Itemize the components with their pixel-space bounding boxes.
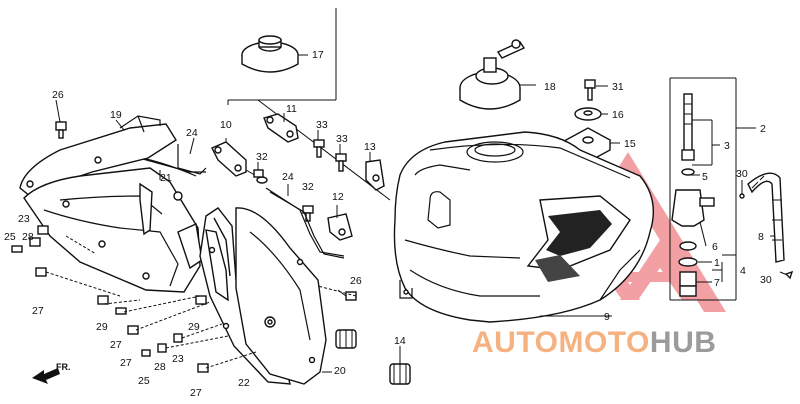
callout-30-top: 30 [736, 168, 748, 180]
callout-32-lower: 32 [302, 181, 314, 193]
callout-30-bottom: 30 [760, 274, 772, 286]
callout-27-left: 27 [32, 305, 44, 317]
callout-1: 1 [714, 257, 720, 269]
bracket-12 [327, 205, 353, 241]
bolt-33-lower [335, 153, 347, 172]
callout-28-left: 28 [22, 231, 34, 243]
callout-9: 9 [604, 311, 610, 323]
callout-32-top: 32 [256, 151, 268, 163]
callout-21: 21 [160, 172, 172, 184]
hose-clip-30-bottom [779, 270, 794, 280]
callout-16: 16 [612, 109, 624, 121]
watermark-hub: HUB [650, 326, 717, 359]
front-direction-arrow-icon: FR. [32, 362, 71, 384]
callout-23-left: 23 [18, 213, 30, 225]
callout-5: 5 [702, 171, 708, 183]
left-shroud-19 [19, 115, 177, 197]
callout-24-upper: 24 [186, 127, 198, 139]
callout-28-mid: 28 [154, 361, 166, 373]
callout-29-left: 29 [96, 321, 108, 333]
svg-text:AUTOMOTOHUB: AUTOMOTOHUB [472, 326, 716, 359]
rubber-damper-center [335, 329, 357, 349]
callout-18: 18 [544, 81, 556, 93]
watermark: AUTOMOTOHUB [472, 326, 716, 359]
bracket-11 [263, 113, 299, 143]
callout-7: 7 [714, 277, 720, 289]
callout-8: 8 [758, 231, 764, 243]
callout-26-mid: 26 [350, 275, 362, 287]
callout-24-lower: 24 [282, 171, 294, 183]
fuel-cap-17 [241, 35, 308, 73]
callout-25-left: 25 [4, 231, 16, 243]
right-shroud-body-20 [235, 207, 332, 385]
callout-31: 31 [612, 81, 624, 93]
fuel-hose-8 [747, 172, 785, 263]
bolt-31 [584, 79, 608, 101]
bracket-10 [211, 138, 268, 184]
bolt-32-top [253, 169, 264, 178]
callout-33-top: 33 [316, 119, 328, 131]
callout-27-mid2: 27 [120, 357, 132, 369]
fuel-tank-9 [393, 131, 654, 323]
callout-19: 19 [110, 109, 122, 121]
rod-24-lower [265, 184, 345, 259]
callout-11: 11 [286, 103, 297, 115]
rubber-damper-14 [389, 346, 411, 385]
callout-27-mid1: 27 [110, 339, 122, 351]
hose-clip-30-top [739, 180, 745, 199]
fasteners-left [11, 121, 357, 373]
direction-label: FR. [56, 362, 71, 372]
callout-3: 3 [724, 140, 730, 152]
callout-10: 10 [220, 119, 232, 131]
callout-4: 4 [740, 265, 746, 277]
callout-33-lower: 33 [336, 133, 348, 145]
fuel-valve-assembly [669, 77, 756, 301]
bracket-13 [365, 152, 385, 191]
leader-lines [45, 170, 357, 369]
callout-17: 17 [312, 49, 324, 61]
callout-29-mid: 29 [188, 321, 200, 333]
callout-26-top: 26 [52, 89, 64, 101]
callout-27-bottom: 27 [190, 387, 202, 399]
callout-12: 12 [332, 191, 344, 203]
watermark-moto: MOTO [558, 326, 649, 359]
callout-15: 15 [624, 138, 636, 150]
bolt-33-top [313, 139, 325, 158]
callout-13: 13 [364, 141, 376, 153]
callout-20: 20 [334, 365, 346, 377]
left-shroud-body-21 [23, 167, 203, 293]
callout-labels: 17 18 31 16 15 2 3 5 30 6 8 1 4 7 30 9 2… [4, 49, 772, 399]
watermark-auto: AUTO [472, 326, 558, 359]
label-leaders [55, 99, 612, 317]
locking-fuel-cap-18 [459, 39, 536, 110]
washer-16 [574, 107, 608, 121]
callout-6: 6 [712, 241, 718, 253]
callout-14: 14 [394, 335, 406, 347]
callout-25-mid: 25 [138, 375, 150, 387]
callout-22: 22 [238, 377, 250, 389]
callout-2: 2 [760, 123, 766, 135]
callout-23-mid: 23 [172, 353, 184, 365]
